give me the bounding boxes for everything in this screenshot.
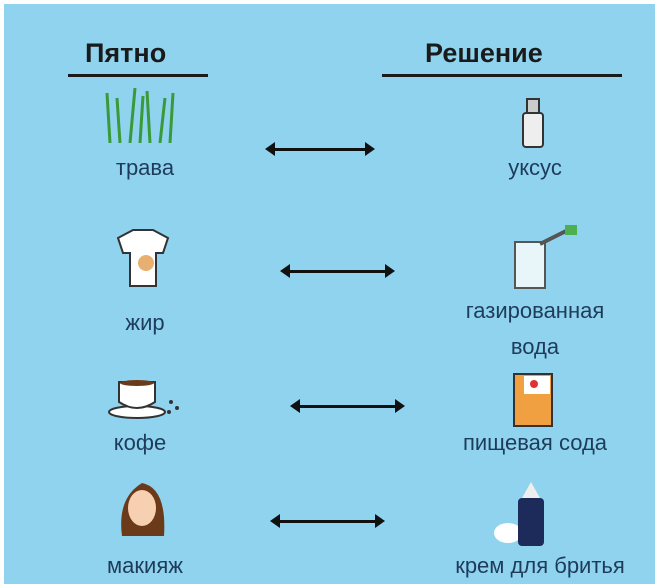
solution-label: пищевая сода: [462, 430, 608, 455]
solution-label: крем для бритья: [455, 553, 625, 578]
stain-label: макияж: [107, 553, 183, 578]
stain-label: жир: [125, 310, 165, 335]
grass-icon: [105, 88, 175, 143]
shaving-cream-icon: [494, 482, 544, 546]
solution-label: уксус: [508, 155, 562, 180]
divider: [68, 74, 208, 77]
coffee-cup-icon: [108, 380, 179, 419]
stain-label: трава: [115, 155, 175, 180]
background: [4, 4, 655, 584]
divider: [382, 74, 622, 77]
double-arrow: [290, 399, 405, 413]
stain-header: Пятно: [85, 38, 167, 68]
double-arrow: [280, 264, 395, 278]
double-arrow: [265, 142, 375, 156]
baking-soda-box-icon: [513, 373, 553, 427]
solution-label: газированная вода: [465, 298, 605, 359]
tshirt-grease-icon: [116, 229, 170, 287]
stain-label: кофе: [113, 430, 167, 455]
woman-makeup-icon: [121, 483, 165, 536]
soda-water-icon: [514, 225, 577, 289]
vinegar-bottle-icon: [522, 98, 544, 148]
solution-header: Решение: [425, 38, 543, 68]
double-arrow: [270, 514, 385, 528]
